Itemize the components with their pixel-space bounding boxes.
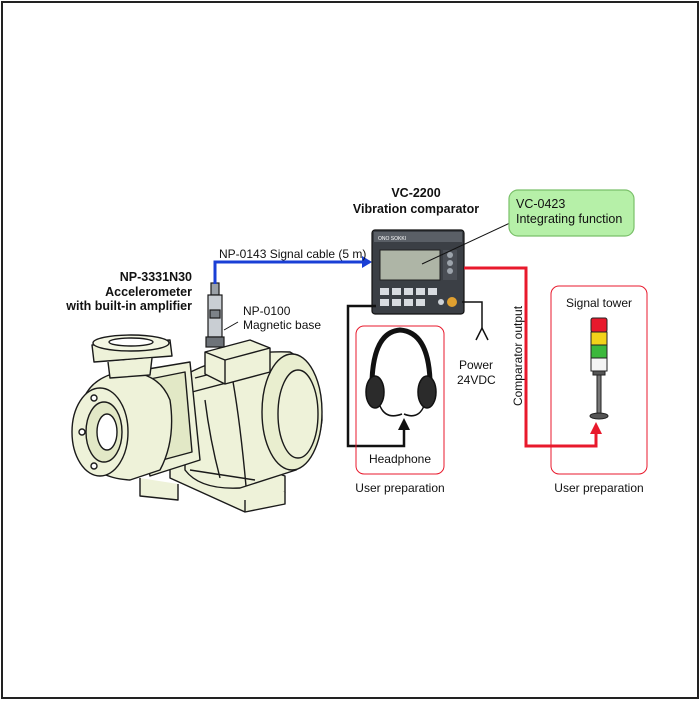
comparator-display xyxy=(379,249,441,281)
option-name: Integrating function xyxy=(516,212,623,226)
power-line1: Power xyxy=(459,358,494,372)
magnetic-base-name: Magnetic base xyxy=(243,318,322,332)
headphone-cable-line xyxy=(346,304,406,448)
headphone-label: Headphone xyxy=(368,452,432,466)
signal-cable-label: NP-0143 Signal cable (5 m) xyxy=(219,247,367,261)
comparator-model: VC-2200 xyxy=(391,186,441,200)
signal-tower-icon xyxy=(589,317,609,420)
accelerometer-line1: Accelerometer xyxy=(105,285,192,299)
magnetic-base-model: NP-0100 xyxy=(243,304,291,318)
option-model: VC-0423 xyxy=(516,197,566,211)
accelerometer-sensor xyxy=(205,282,225,348)
pump-motor-illustration xyxy=(71,334,323,513)
headphone-outline-box xyxy=(355,325,445,475)
magnetic-base-shape xyxy=(205,336,225,348)
vibration-comparator-device xyxy=(371,229,465,315)
panel-brand-text: ONO SOKKI xyxy=(378,236,406,242)
comparator-output-line xyxy=(464,266,598,448)
power-lead xyxy=(462,301,489,341)
headphone-user-preparation: User preparation xyxy=(355,481,445,495)
option-callout-box xyxy=(508,189,635,237)
comparator-output-label: Comparator output xyxy=(511,305,525,407)
comparator-name: Vibration comparator xyxy=(352,202,480,216)
signal-tower-outline-box xyxy=(550,285,648,475)
headphone-icon xyxy=(365,327,437,417)
signal-tower-label: Signal tower xyxy=(565,296,633,310)
signal-cable-line xyxy=(213,260,370,284)
power-line2: 24VDC xyxy=(457,373,496,387)
accelerometer-line2: with built-in amplifier xyxy=(66,299,192,313)
accelerometer-model: NP-3331N30 xyxy=(119,270,192,284)
signal-tower-user-preparation: User preparation xyxy=(554,481,644,495)
